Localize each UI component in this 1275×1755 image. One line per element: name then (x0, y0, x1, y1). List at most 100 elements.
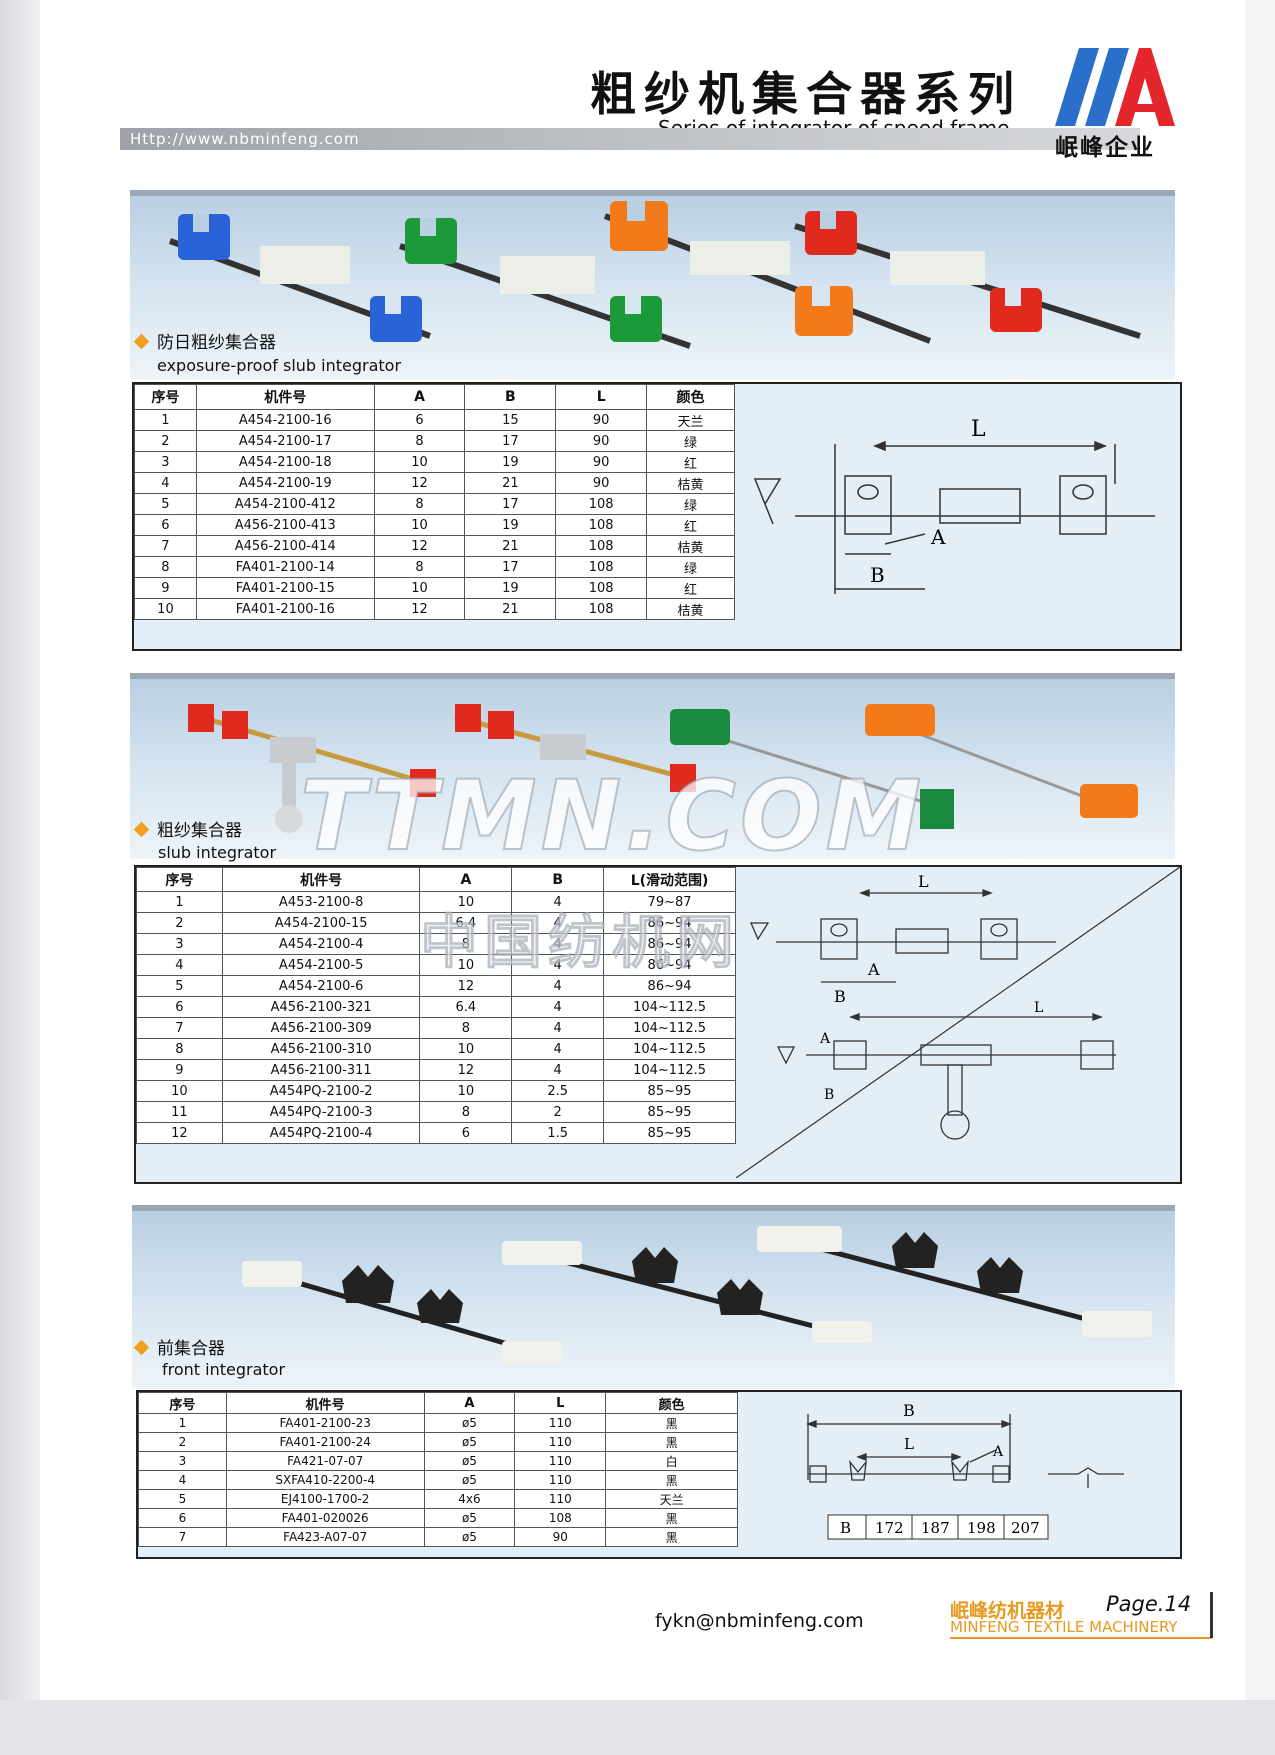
dim-label-L: L (904, 1435, 914, 1453)
table-cell: 黑 (605, 1432, 738, 1452)
table-cell: 4 (511, 933, 605, 955)
section2-title-cn: 粗纱集合器 (157, 821, 242, 841)
table-cell: A454PQ-2100-4 (221, 1122, 421, 1144)
watermark-main: TTMN.COM (299, 759, 926, 873)
table-cell: 2.5 (511, 1080, 605, 1102)
col-header: 序号 (134, 384, 197, 410)
table-cell: 3 (138, 1451, 227, 1471)
col-header: 颜色 (646, 384, 735, 410)
table-cell: 4 (134, 472, 197, 494)
table-cell: 红 (646, 451, 735, 473)
front-integrator-2 (502, 1241, 872, 1343)
bullet-diamond-icon (133, 333, 150, 350)
section2-subtitle: slub integrator (158, 843, 277, 862)
integrator-red-pair-2 (454, 704, 696, 792)
table-cell: 110 (514, 1413, 607, 1433)
table-cell: 90 (555, 451, 648, 473)
table-header-row: 序号 机件号 A B L 颜色 (134, 384, 735, 410)
table-cell: 4 (511, 1038, 605, 1060)
section3-photo (132, 1205, 1175, 1389)
table-cell: 108 (555, 577, 648, 599)
dim-label-A2: A (819, 1031, 831, 1047)
table-cell: 110 (514, 1432, 607, 1452)
table-cell: 86~94 (603, 933, 736, 955)
table-cell: 8 (419, 933, 513, 955)
table-cell: 79~87 (603, 891, 736, 913)
table-header-row: 序号 机件号 A B L(滑动范围) (136, 867, 736, 892)
table-cell: ø5 (423, 1470, 516, 1490)
section2-title: 粗纱集合器 (133, 816, 242, 841)
watermark-sub: 中国纺机网 (419, 908, 741, 977)
table-cell: A454-2100-16 (195, 409, 375, 431)
dim-label-L: L (918, 872, 929, 891)
table-cell: A454-2100-412 (195, 493, 375, 515)
dim-label-B2: B (824, 1087, 834, 1103)
section1-photo (130, 190, 1175, 379)
table-cell: 5 (136, 975, 223, 997)
logo-text: 岷峰企业 (1055, 135, 1155, 161)
table-cell: 104~112.5 (603, 1059, 736, 1081)
binding-shadow (0, 0, 40, 1755)
table-cell: FA401-2100-23 (225, 1413, 425, 1433)
table-cell: 12 (373, 598, 466, 620)
table-cell: 绿 (646, 493, 735, 515)
table-cell: 12 (373, 535, 466, 557)
table-cell: 7 (138, 1527, 227, 1547)
table-cell: 110 (514, 1451, 607, 1471)
table-cell: 6 (136, 996, 223, 1018)
table-cell: 绿 (646, 556, 735, 578)
table-cell: 2 (511, 1101, 605, 1123)
integrator-red (794, 211, 1141, 339)
col-header: 颜色 (605, 1392, 738, 1414)
footer-accent-bar (1210, 1592, 1213, 1638)
table-cell: FA401-2100-14 (195, 556, 375, 578)
website-link[interactable]: Http://www.nbminfeng.com (130, 130, 360, 148)
table-cell: 108 (514, 1508, 607, 1528)
integrator-red-pair-1 (188, 704, 436, 833)
table-cell: 19 (464, 451, 557, 473)
section1-subtitle: exposure-proof slub integrator (157, 356, 402, 375)
table-cell: 3 (134, 451, 197, 473)
table-cell: 黑 (605, 1527, 738, 1547)
table-cell: FA421-07-07 (225, 1451, 425, 1471)
table-cell: A454PQ-2100-2 (221, 1080, 421, 1102)
table-cell: SXFA410-2200-4 (225, 1470, 425, 1490)
dim-label-A: A (992, 1444, 1004, 1460)
table-cell: A456-2100-311 (221, 1059, 421, 1081)
table-cell: 8 (373, 556, 466, 578)
table-cell: 8 (134, 556, 197, 578)
col-header: 机件号 (195, 384, 375, 410)
section3-title-cn: 前集合器 (157, 1339, 225, 1359)
table-cell: 12 (136, 1122, 223, 1144)
slub-integrator-illustration (188, 704, 1138, 833)
table-cell: 4x6 (423, 1489, 516, 1509)
b-size-table: B 172 187 198 207 (827, 1514, 1049, 1540)
table-cell: 桔黄 (646, 535, 735, 557)
exposure-proof-integrator-illustration (168, 201, 1141, 349)
section3-title: 前集合器 (133, 1334, 225, 1359)
table-cell: A453-2100-8 (221, 891, 421, 913)
table-cell: A456-2100-414 (195, 535, 375, 557)
table-cell: 1 (134, 409, 197, 431)
table-cell: 8 (419, 1017, 513, 1039)
b-size-cell: 198 (967, 1519, 996, 1537)
table-cell: 2 (136, 912, 223, 934)
table-cell: 8 (373, 430, 466, 452)
table-cell: 108 (555, 514, 648, 536)
footer-email[interactable]: fykn@nbminfeng.com (655, 1610, 864, 1632)
table-cell: A456-2100-309 (221, 1017, 421, 1039)
table-cell: 4 (136, 954, 223, 976)
